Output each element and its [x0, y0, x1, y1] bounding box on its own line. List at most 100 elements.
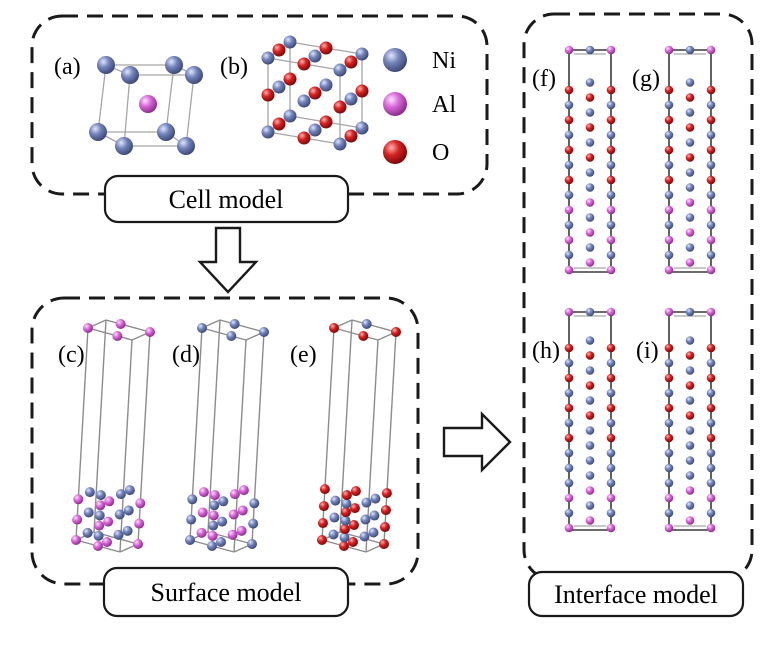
atom-ni [197, 323, 207, 333]
panel-label-f: (f) [532, 66, 556, 92]
atom-ni [664, 463, 674, 473]
atom-o [706, 433, 716, 443]
atom-al [115, 319, 126, 329]
atom-ni [585, 471, 595, 480]
atom-o [391, 327, 401, 337]
atom-al [93, 541, 103, 551]
atom-ni [344, 92, 358, 106]
atom-o [664, 85, 674, 95]
atom-ni [249, 498, 260, 509]
atom-ni [368, 527, 379, 538]
atom-ni [706, 358, 716, 368]
atom-ni [664, 250, 674, 260]
atom-ni [339, 532, 350, 543]
atom-ni [606, 478, 616, 488]
atom-ni [97, 56, 115, 74]
atom-ni [664, 220, 674, 230]
atom-ni [685, 138, 695, 147]
atom-ni [308, 49, 322, 63]
atom-o [317, 518, 328, 529]
atom-ni [685, 471, 695, 480]
atom-al [706, 523, 716, 533]
structure-drawings [71, 35, 716, 553]
atom-ni [706, 130, 716, 140]
structure-d [185, 319, 269, 553]
atom-ni [207, 541, 217, 551]
atom-ni [216, 537, 226, 547]
atom-o [664, 433, 674, 443]
atom-al [685, 486, 695, 495]
atom-o [329, 323, 339, 333]
atom-al [73, 494, 84, 505]
atom-ni [685, 168, 695, 177]
atom-al [238, 485, 249, 496]
atom-ni [706, 508, 716, 518]
atom-ni [664, 160, 674, 170]
atom-ni [115, 137, 133, 155]
atom-ni [328, 529, 339, 540]
atom-ni [585, 78, 595, 87]
atom-o [348, 537, 358, 547]
interface-model-title-box: Interface model [527, 570, 745, 618]
atom-ni [585, 45, 595, 55]
legend: Ni Al O [383, 48, 456, 166]
atom-ni [685, 501, 695, 510]
atom-ni [585, 441, 595, 450]
atom-o [664, 175, 674, 185]
atom-o [317, 535, 327, 545]
atom-al [706, 235, 716, 245]
atom-o [606, 433, 616, 443]
atom-o [339, 541, 349, 551]
atom-ni [585, 426, 595, 435]
atom-o [685, 93, 695, 102]
atom-o [585, 123, 595, 132]
atom-o [564, 145, 574, 155]
atom-ni [248, 518, 259, 529]
atom-ni [706, 448, 716, 458]
atom-o [664, 373, 674, 383]
atom-ni [585, 243, 595, 252]
atom-o [706, 85, 716, 95]
atom-ni [185, 535, 195, 545]
atom-ni [685, 243, 695, 252]
atom-o [664, 343, 674, 353]
atom-ni [685, 426, 695, 435]
atom-ni [564, 463, 574, 473]
atom-o [283, 72, 297, 86]
atom-al [585, 198, 595, 207]
atom-ni [564, 100, 574, 110]
atom-o [685, 351, 695, 360]
atom-ni [333, 137, 347, 151]
atom-ni [177, 137, 195, 155]
atom-ni [664, 190, 674, 200]
atom-al [664, 493, 674, 503]
atom-o [355, 84, 369, 98]
atom-o [308, 86, 322, 100]
atom-al [135, 498, 146, 509]
atom-ni [664, 100, 674, 110]
atom-ni [370, 493, 381, 504]
atom-ni [369, 510, 380, 521]
atom-ni [283, 109, 297, 123]
atom-o [272, 117, 286, 131]
atom-o [341, 490, 352, 501]
atom-al [139, 95, 157, 113]
atom-ni [706, 100, 716, 110]
atom-ni [685, 336, 695, 345]
atom-o [564, 403, 574, 413]
atom-ni [685, 441, 695, 450]
atom-al [606, 205, 616, 215]
atom-ni [355, 47, 369, 61]
panel-label-a: (a) [54, 54, 81, 80]
atom-o [564, 85, 574, 95]
atom-al [227, 529, 238, 540]
atom-o [358, 331, 369, 341]
atom-ni [585, 456, 595, 465]
atom-al [606, 235, 616, 245]
atom-ni [283, 35, 297, 49]
atom-al [72, 514, 83, 525]
atom-ni [564, 190, 574, 200]
atom-ni [685, 456, 695, 465]
atom-o [606, 115, 616, 125]
